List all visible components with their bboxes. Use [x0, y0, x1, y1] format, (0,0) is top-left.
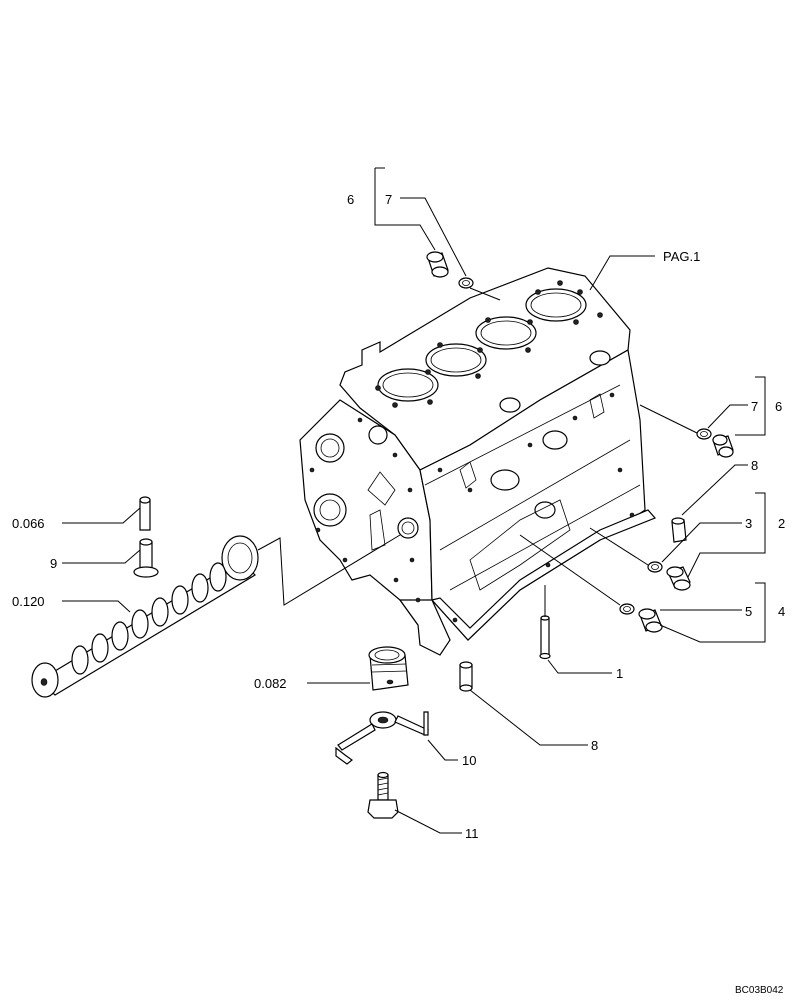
- push-rod: [139, 496, 151, 531]
- label-6-right: 6: [775, 399, 782, 414]
- callout-labels: PAG.1 6 7 7 6 8 3 2 5 4 1 8 10 11 0.066 …: [12, 192, 785, 841]
- label-10: 10: [462, 753, 476, 768]
- washer-3: [647, 561, 663, 573]
- label-0082: 0.082: [254, 676, 287, 691]
- label-8-bottom: 8: [591, 738, 598, 753]
- label-2: 2: [778, 516, 785, 531]
- camshaft: [31, 535, 259, 698]
- plug-4: [638, 608, 663, 633]
- top-washer: [458, 277, 474, 289]
- label-pag: PAG.1: [663, 249, 700, 264]
- label-6-top: 6: [347, 192, 354, 207]
- reference-code: BC03B042: [735, 985, 784, 996]
- label-0120: 0.120: [12, 594, 45, 609]
- banjo-bolt: [367, 771, 399, 819]
- stud-1: [539, 615, 551, 660]
- label-5: 5: [745, 604, 752, 619]
- tappet: [133, 538, 159, 578]
- label-3: 3: [745, 516, 752, 531]
- label-7-right: 7: [751, 399, 758, 414]
- oil-nozzle: [335, 711, 429, 765]
- engine-block: [299, 267, 657, 656]
- label-7-top: 7: [385, 192, 392, 207]
- dowel-bottom: [459, 661, 473, 692]
- right-washer: [696, 428, 712, 440]
- cam-lobes: [71, 562, 227, 675]
- leader-lines: [62, 167, 766, 834]
- label-1: 1: [616, 666, 623, 681]
- top-plug: [426, 251, 449, 278]
- bushing: [368, 646, 409, 691]
- label-11: 11: [465, 826, 479, 841]
- washer-5: [619, 603, 635, 615]
- label-0066: 0.066: [12, 516, 45, 531]
- right-plug: [712, 434, 734, 458]
- label-8-right: 8: [751, 458, 758, 473]
- label-9: 9: [50, 556, 57, 571]
- dowel-right: [671, 517, 687, 543]
- label-4: 4: [778, 604, 785, 619]
- plug-2: [666, 566, 691, 591]
